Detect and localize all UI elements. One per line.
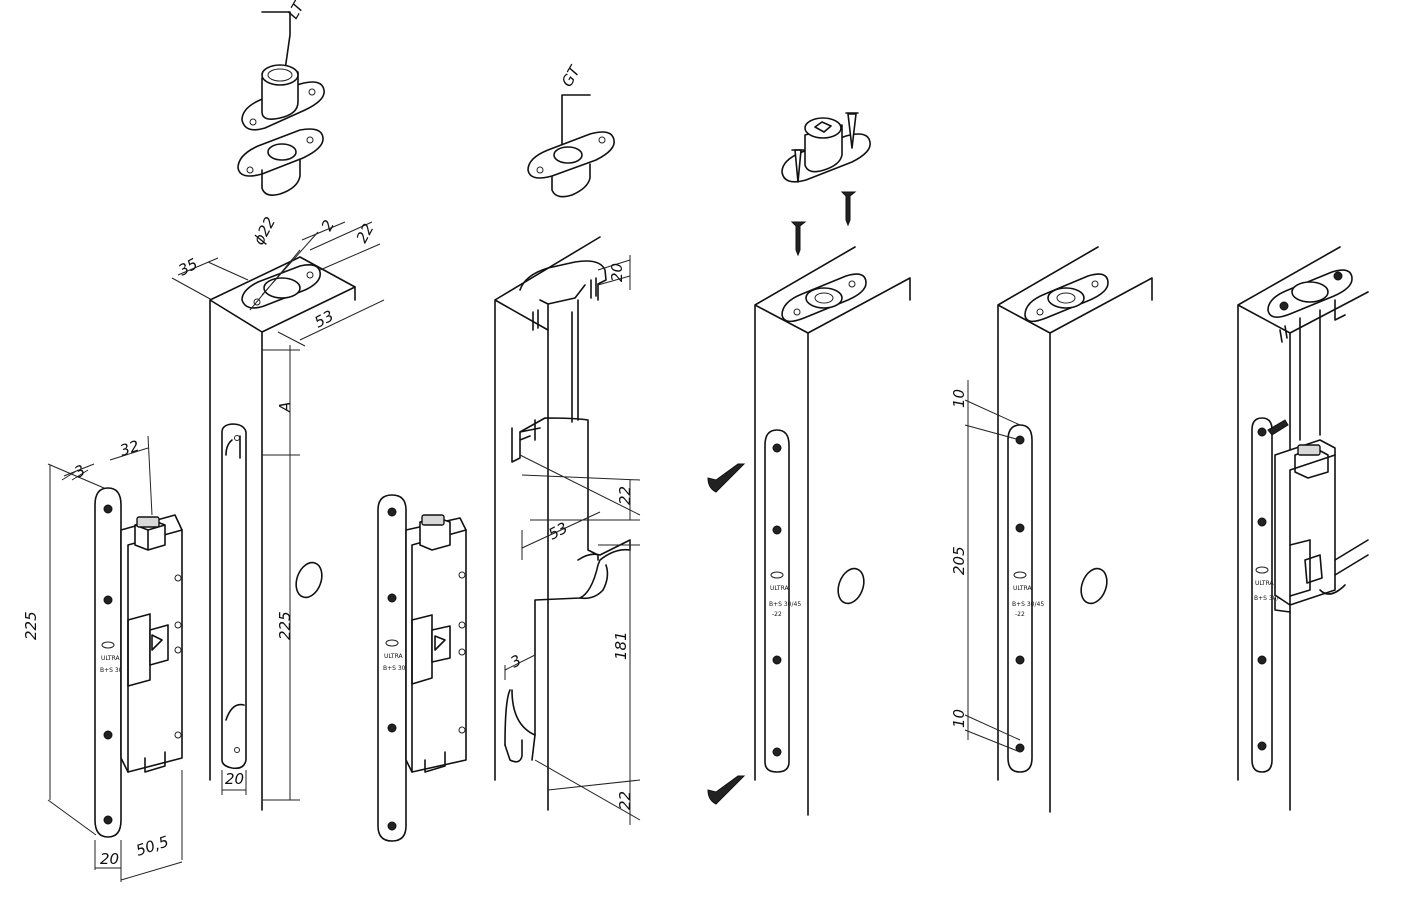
dim-205: 205 bbox=[950, 546, 968, 575]
engraving-model-4: B+S 30/45 bbox=[1012, 601, 1044, 608]
engraving-brand-4: ULTRA bbox=[1013, 585, 1032, 592]
engraving-model-3: B+S 30/45 bbox=[769, 601, 801, 608]
faceplate-with-lock-body: ULTRA B+S 30/45 bbox=[94, 487, 183, 838]
engraving-brand-3: ULTRA bbox=[770, 585, 789, 592]
dim-225-mortise: 225 bbox=[276, 611, 294, 640]
door-with-strike-plate-2: ULTRA B+S 30/45 -22 bbox=[997, 246, 1153, 813]
dim-225-left: 225 bbox=[22, 611, 40, 640]
engraving-model-3b: -22 bbox=[772, 611, 782, 618]
dim-53-pocket: 53 bbox=[545, 519, 570, 544]
dim-10-bottom: 10 bbox=[950, 709, 968, 728]
label-gt: GT bbox=[558, 61, 585, 90]
dim-phi22: ϕ22 bbox=[250, 214, 280, 248]
part2-dimensions: 35 ϕ22 2 22 53 A 225 20 bbox=[171, 214, 385, 801]
engraving-brand: ULTRA bbox=[101, 655, 120, 662]
dim-22-bottom: 22 bbox=[616, 791, 634, 810]
dim-10-top: 10 bbox=[950, 389, 968, 408]
door-mortise-prep bbox=[209, 256, 356, 811]
gt-rosette-exploded: GT bbox=[527, 61, 615, 198]
dim-32: 32 bbox=[118, 437, 142, 460]
door-with-strike-plate: ULTRA B+S 30/45 -22 bbox=[754, 246, 911, 816]
engraving-model-5: B+S 30/45 bbox=[1254, 595, 1286, 602]
engraving-model-2: B+S 30/45 bbox=[383, 665, 415, 672]
screws-top bbox=[790, 191, 857, 257]
dim-22-rosette: 22 bbox=[353, 221, 378, 246]
door-pocket-section bbox=[494, 236, 631, 811]
faceplate-with-lock-body-2: ULTRA B+S 30/45 bbox=[377, 494, 467, 842]
screws-side bbox=[707, 463, 746, 805]
dim-22-top: 22 bbox=[616, 486, 634, 505]
rosette-with-nails bbox=[781, 112, 871, 183]
part6-dimensions: 10 205 10 bbox=[950, 380, 1021, 753]
dim-181: 181 bbox=[612, 631, 630, 660]
engraving-model-4b: -22 bbox=[1015, 611, 1025, 618]
dim-A: A bbox=[276, 402, 294, 413]
dim-50-5: 50,5 bbox=[134, 832, 171, 859]
assembled-cutaway: ULTRA B+S 30/45 bbox=[1237, 246, 1369, 811]
dim-20-cut: 20 bbox=[608, 263, 626, 282]
engraving-model: B+S 30/45 bbox=[100, 667, 132, 674]
dim-2: 2 bbox=[318, 217, 338, 234]
engraving-brand-5: ULTRA bbox=[1255, 580, 1274, 587]
label-lt: LT bbox=[284, 0, 309, 22]
dim-20-slot: 20 bbox=[225, 770, 244, 788]
lt-rosette-exploded: LT bbox=[237, 0, 325, 196]
dim-35: 35 bbox=[175, 255, 200, 280]
engraving-brand-2: ULTRA bbox=[384, 653, 403, 660]
dim-53-rosette: 53 bbox=[311, 307, 336, 332]
dim-20-bottom: 20 bbox=[100, 850, 119, 868]
